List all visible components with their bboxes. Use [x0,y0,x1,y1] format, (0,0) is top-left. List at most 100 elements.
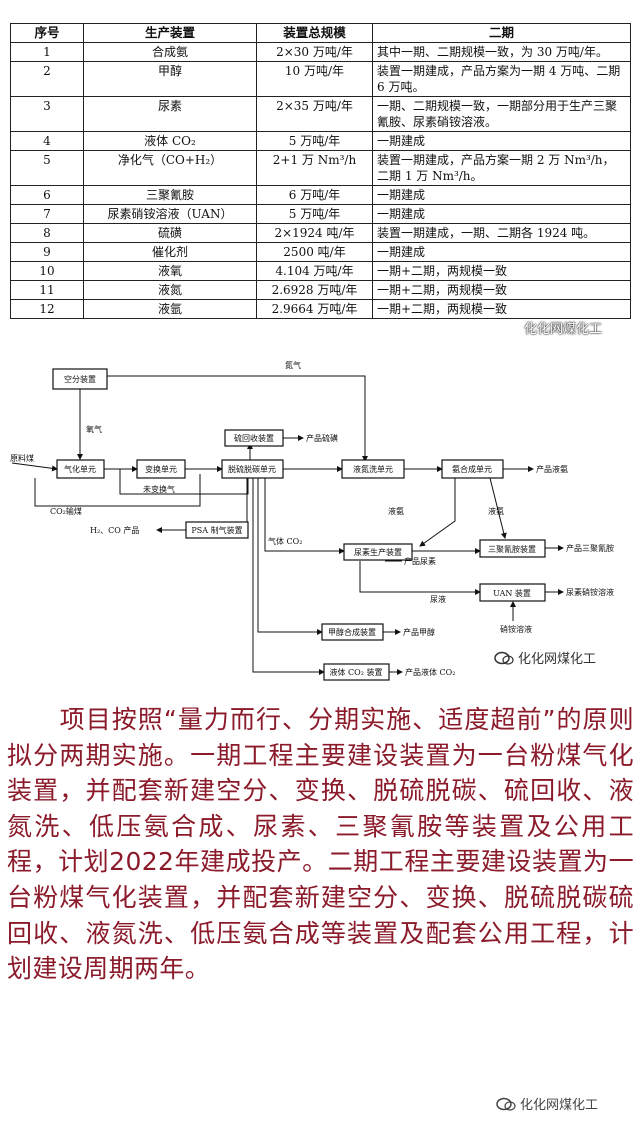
cell-unit: 液氮 [83,280,257,300]
cell-phase2: 一期+二期，两规模一致 [372,280,631,300]
box-urea: 尿素生产装置 [343,543,413,561]
label-oxygen: 氧气 [86,424,102,434]
cell-scale: 2.6928 万吨/年 [256,280,373,300]
label-co2-coal: CO₂输煤 [50,506,82,516]
svg-text:PSA 制气装置: PSA 制气装置 [191,525,242,535]
cell-index: 11 [10,280,84,300]
svg-text:气化单元: 气化单元 [64,464,96,474]
label-product-co2: 产品液体 CO₂ [405,667,455,677]
box-gasification: 气化单元 [56,459,105,479]
label-gas-co2: 气体 CO₂ [268,536,302,546]
cell-unit: 催化剂 [83,242,257,262]
cell-phase2: 一期、二期规模一致，一期部分用于生产三聚氰胺、尿素硝铵溶液。 [372,96,631,132]
svg-text:氨合成单元: 氨合成单元 [452,464,492,474]
cell-index: 6 [10,185,84,205]
cell-unit: 液氧 [83,261,257,281]
label-liquid-ammonia-a: 液氨 [388,506,404,516]
cell-index: 9 [10,242,84,262]
svg-text:UAN 装置: UAN 装置 [493,588,531,598]
label-product-methanol: 产品甲醇 [403,627,435,637]
cell-unit: 净化气（CO+H₂） [83,150,257,186]
diagram-labels: 氮气 氧气 原料煤 CO₂输煤 未变换气 H₂、CO 产品 气体 CO₂ 液氨 … [10,360,614,677]
svg-text:硫回收装置: 硫回收装置 [234,433,274,443]
wechat-icon [500,321,520,335]
svg-text:变换单元: 变换单元 [145,464,177,474]
cell-unit: 尿素 [83,96,257,132]
label-nitrogen: 氮气 [285,360,301,370]
cell-scale: 2×30 万吨/年 [256,42,373,62]
diagram-boxes: 空分装置 硫回收装置 气化单元 变换单元 脱硫脱碳单元 液氮洗单元 氨合成单元 … [52,368,546,681]
cell-unit: 尿素硝铵溶液（UAN） [83,204,257,224]
cell-phase2: 装置一期建成，一期、二期各 1924 吨。 [372,223,631,243]
label-product-sulfur: 产品硫磺 [306,433,338,443]
box-psa: PSA 制气装置 [185,521,249,539]
flow-lines [11,375,564,675]
project-description: 项目按照“量力而行、分期实施、适度超前”的原则拟分两期实施。一期工程主要建设装置… [7,702,634,987]
svg-text:三聚氰胺装置: 三聚氰胺装置 [488,544,536,554]
svg-text:液体 CO₂ 装置: 液体 CO₂ 装置 [330,667,383,677]
cell-index: 4 [10,131,84,151]
svg-text:空分装置: 空分装置 [64,374,96,384]
label-raw-coal: 原料煤 [10,453,34,463]
box-sulfur-recovery: 硫回收装置 [224,429,284,447]
box-methanol: 甲醇合成装置 [321,623,384,641]
label-h2-co: H₂、CO 产品 [90,525,139,535]
label-product-uan: 尿素硝铵溶液 [566,587,614,597]
cell-scale: 10 万吨/年 [256,61,373,97]
svg-text:液氮洗单元: 液氮洗单元 [353,464,393,474]
label-unshifted: 未变换气 [143,484,175,494]
cell-unit: 硫磺 [83,223,257,243]
table-header-row: 序号 生产装置 装置总规模 二期 [10,23,631,43]
label-urea-liquid: 尿液 [430,594,446,604]
box-shift: 变换单元 [136,459,186,479]
cell-scale: 4.104 万吨/年 [256,261,373,281]
label-nitrate-solution: 硝铵溶液 [500,624,532,634]
box-co2-liquid: 液体 CO₂ 装置 [323,663,390,681]
header-scale: 装置总规模 [256,23,373,43]
cell-scale: 6 万吨/年 [256,185,373,205]
label-liquid-ammonia-b: 液氨 [488,506,504,516]
box-air-separation: 空分装置 [52,368,108,390]
cell-phase2: 一期建成 [372,185,631,205]
cell-phase2: 一期建成 [372,204,631,224]
cell-scale: 2.9664 万吨/年 [256,299,373,319]
cell-scale: 5 万吨/年 [256,204,373,224]
cell-phase2: 其中一期、二期规模一致，为 30 万吨/年。 [372,42,631,62]
cell-phase2: 一期+二期，两规模一致 [372,299,631,319]
watermark-diagram: 化化网煤化工 [494,648,596,667]
svg-text:甲醇合成装置: 甲醇合成装置 [328,627,376,637]
cell-index: 3 [10,96,84,132]
cell-scale: 2×1924 吨/年 [256,223,373,243]
watermark-bottom: 化化网煤化工 [496,1094,598,1113]
header-unit: 生产装置 [83,23,257,43]
cell-phase2: 装置一期建成，产品方案一期 2 万 Nm³/h，二期 1 万 Nm³/h。 [372,150,631,186]
cropped-text-fragment [40,346,160,356]
header-index: 序号 [10,23,84,43]
cell-scale: 2500 吨/年 [256,242,373,262]
cell-phase2: 一期建成 [372,131,631,151]
paragraph-text: 项目按照“量力而行、分期实施、适度超前”的原则拟分两期实施。一期工程主要建设装置… [7,705,634,984]
cell-unit: 甲醇 [83,61,257,97]
header-phase2: 二期 [372,23,631,43]
cell-index: 10 [10,261,84,281]
cell-index: 7 [10,204,84,224]
svg-text:尿素生产装置: 尿素生产装置 [354,547,402,557]
svg-text:脱硫脱碳单元: 脱硫脱碳单元 [228,464,276,474]
label-product-melamine: 产品三聚氰胺 [566,543,614,553]
box-nitrogen-wash: 液氮洗单元 [341,459,405,479]
cell-index: 5 [10,150,84,186]
cell-phase2: 一期+二期，两规模一致 [372,261,631,281]
cell-scale: 2×35 万吨/年 [256,96,373,132]
